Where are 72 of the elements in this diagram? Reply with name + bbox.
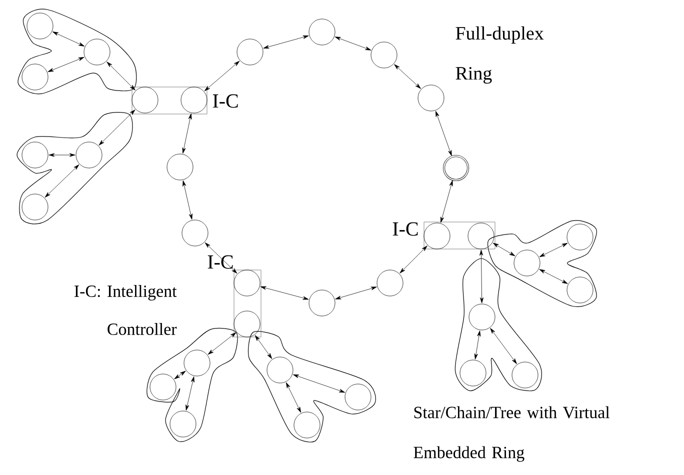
arrow: [204, 60, 240, 92]
caption-text: Star/Chain/Tree with Virtual Embedded Ring: [414, 406, 610, 462]
node-circle: [234, 270, 260, 296]
node-circle: [26, 12, 54, 40]
arrow: [334, 36, 372, 50]
node-circle: [443, 155, 469, 181]
node-circle: [22, 194, 48, 220]
arrow: [98, 110, 136, 146]
controller-box: [234, 270, 262, 338]
arrow: [400, 246, 428, 274]
arrow: [174, 370, 186, 380]
arrow: [436, 110, 452, 156]
controller-label: I-C: [392, 222, 418, 236]
arrow: [490, 328, 517, 364]
node-circle: [468, 304, 496, 330]
node-circle: [418, 84, 444, 112]
arrow: [394, 64, 421, 89]
arrow: [48, 57, 84, 72]
node-circle: [344, 384, 372, 410]
node-circle: [84, 38, 110, 66]
caption-text: I-C: Intelligent Controller: [74, 285, 177, 335]
node-circle: [236, 38, 264, 66]
node-circle: [132, 86, 158, 114]
arrow: [479, 250, 484, 304]
arrow: [182, 180, 192, 220]
arrow: [204, 242, 238, 274]
node-circle: [370, 42, 398, 68]
node-circle: [424, 222, 450, 250]
node-circle: [22, 64, 48, 90]
node-circle: [234, 310, 260, 338]
node-circle: [180, 86, 208, 114]
node-circle: [566, 276, 594, 304]
controller-label: I-C: [208, 255, 233, 269]
arrow: [44, 164, 80, 198]
node-circle: [308, 18, 336, 46]
arrow: [254, 335, 272, 359]
node-circle: [182, 220, 208, 246]
arrow: [260, 286, 309, 300]
node-circle: [468, 222, 494, 250]
node-circle: [294, 412, 320, 438]
node-circle: [514, 250, 540, 276]
arrow: [440, 180, 453, 223]
arrow: [208, 332, 236, 355]
node-circle: [170, 410, 196, 438]
arrow: [474, 330, 481, 360]
node-circle: [166, 154, 194, 180]
arrow: [186, 376, 194, 411]
node-circle: [376, 270, 404, 296]
node-circle: [308, 290, 336, 316]
arrow: [182, 113, 192, 154]
arrow: [492, 242, 516, 256]
node-circle: [460, 360, 486, 386]
arrow: [286, 382, 302, 413]
arrow: [292, 374, 346, 393]
node-circle: [266, 356, 294, 384]
node-circle: [184, 350, 210, 376]
node-circle: [76, 142, 102, 168]
arrow: [335, 286, 377, 300]
node-circle: [512, 362, 538, 388]
controller-box: [132, 86, 208, 114]
controller-box: [424, 222, 496, 250]
node-circle: [566, 224, 594, 250]
node-circle: [22, 142, 48, 168]
arrow: [539, 242, 568, 258]
controller-label: I-C: [212, 94, 238, 108]
arrow: [106, 62, 136, 90]
arrow: [52, 32, 85, 46]
caption-text: Full-duplex Ring: [456, 26, 544, 84]
node-circle: [150, 374, 176, 400]
arrow: [539, 269, 568, 284]
arrow: [263, 35, 309, 49]
arrow: [48, 153, 76, 157]
